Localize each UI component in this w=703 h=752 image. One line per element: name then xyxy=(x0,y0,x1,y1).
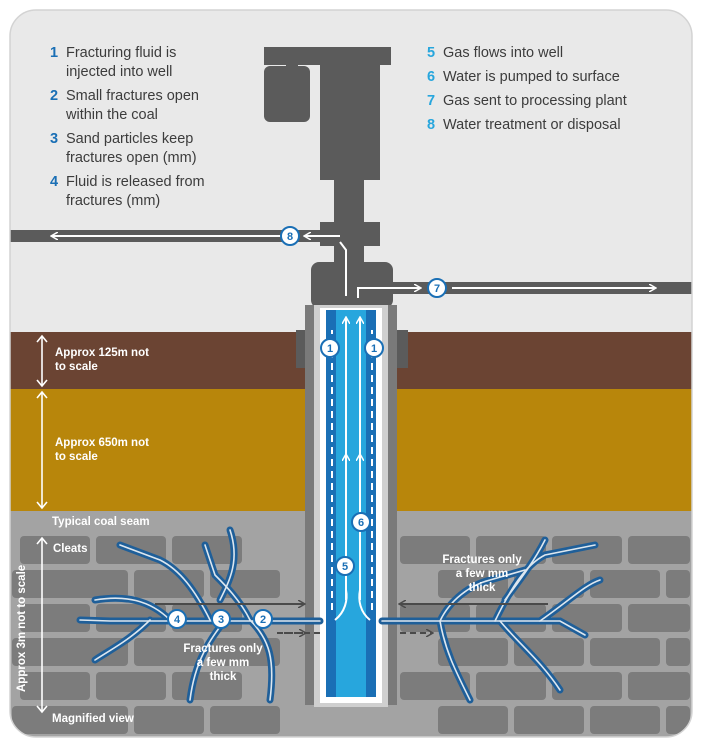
fractures-label-left: Fractures only a few mm thick xyxy=(183,643,263,683)
flow-arrows xyxy=(155,604,548,633)
legend-text: Gas sent to processing plant xyxy=(443,93,627,109)
cleat-brick xyxy=(628,536,690,564)
cleat-brick xyxy=(628,672,690,700)
legend-text: Gas flows into well xyxy=(443,45,564,61)
badge-8: 8 xyxy=(280,226,300,246)
fractures-label-right: Fractures only a few mm thick xyxy=(442,554,522,594)
cleat-brick xyxy=(400,536,470,564)
badge-2: 2 xyxy=(253,609,273,629)
badge-5-text: 5 xyxy=(342,561,348,573)
legend-item-6: 6 Water is pumped to surface xyxy=(427,68,667,87)
badge-6: 6 xyxy=(351,512,371,532)
badge-3: 3 xyxy=(211,609,231,629)
layer-label-125m: Approx 125m not to scale xyxy=(55,347,149,373)
badge-4-text: 4 xyxy=(174,614,181,626)
cleat-brick xyxy=(20,672,90,700)
depth-markers xyxy=(36,334,48,714)
legend-num: 3 xyxy=(50,131,59,147)
cleat-brick xyxy=(552,672,622,700)
card-border xyxy=(9,9,693,738)
legend-item-4: 4 Fluid is released from fractures (mm) xyxy=(50,173,220,211)
cleat-brick xyxy=(476,536,546,564)
layer-label-650m: Approx 650m not to scale xyxy=(55,437,149,463)
cleat-brick xyxy=(628,604,690,632)
legend-num: 7 xyxy=(427,93,436,109)
legend-text: Small fractures open within the coal xyxy=(66,88,199,123)
cleat-brick xyxy=(666,706,690,734)
coal-seam-label: Typical coal seam xyxy=(52,516,150,528)
legend-text: Fluid is released from fractures (mm) xyxy=(66,174,205,209)
cleat-brick xyxy=(58,706,128,734)
badge-5: 5 xyxy=(335,556,355,576)
legend-text: Water treatment or disposal xyxy=(443,117,621,133)
cleat-brick xyxy=(58,570,128,598)
cleat-brick xyxy=(210,706,280,734)
badge-1b-text: 1 xyxy=(371,343,377,355)
legend-item-8: 8 Water treatment or disposal xyxy=(427,116,667,135)
cleat-brick xyxy=(400,672,470,700)
cleat-brick xyxy=(20,604,90,632)
badge-8-text: 8 xyxy=(287,231,293,243)
badge-1-left: 1 xyxy=(320,338,340,358)
magnified-view-label: Magnified view xyxy=(52,713,134,725)
legend-num: 8 xyxy=(427,117,436,133)
legend-num: 4 xyxy=(50,174,59,190)
cleat-brick xyxy=(438,638,508,666)
cleat-brick xyxy=(96,672,166,700)
badge-4: 4 xyxy=(167,609,187,629)
step-badges: 8 7 1 1 6 5 4 3 2 xyxy=(167,226,447,629)
badge-1-right: 1 xyxy=(364,338,384,358)
legend-item-3: 3 Sand particles keep fractures open (mm) xyxy=(50,130,220,168)
badge-1a-text: 1 xyxy=(327,343,333,355)
badge-7: 7 xyxy=(427,278,447,298)
legend-num: 6 xyxy=(427,69,436,85)
cleat-brick xyxy=(590,638,660,666)
cleat-brick xyxy=(58,638,128,666)
cleat-brick xyxy=(590,706,660,734)
badge-6-text: 6 xyxy=(358,517,364,529)
well-flow-lines xyxy=(52,236,655,621)
legend-item-7: 7 Gas sent to processing plant xyxy=(427,92,667,111)
legend-text: Fracturing fluid is injected into well xyxy=(66,45,177,80)
legend-item-5: 5 Gas flows into well xyxy=(427,44,667,63)
cleat-brick xyxy=(476,672,546,700)
legend-num: 2 xyxy=(50,88,59,104)
cleat-brick xyxy=(514,570,584,598)
legend-item-1: 1 Fracturing fluid is injected into well xyxy=(50,44,220,82)
cleat-brick xyxy=(666,638,690,666)
vertical-scale-label: Approx 3m not to scale xyxy=(16,564,28,692)
badge-7-text: 7 xyxy=(434,283,440,295)
well-inner-pipe xyxy=(336,310,366,697)
legend-num: 1 xyxy=(50,45,59,61)
cleats-label: Cleats xyxy=(53,543,88,555)
legend-text: Sand particles keep fractures open (mm) xyxy=(66,131,197,166)
legend-num: 5 xyxy=(427,45,436,61)
badge-2-text: 2 xyxy=(260,614,266,626)
cleat-brick xyxy=(666,570,690,598)
legend-item-2: 2 Small fractures open within the coal xyxy=(50,87,220,125)
legend-text: Water is pumped to surface xyxy=(443,69,620,85)
cleat-brick xyxy=(134,706,204,734)
legend-right: 5 Gas flows into well 6 Water is pumped to… xyxy=(427,44,667,140)
cleat-brick xyxy=(590,570,660,598)
cleat-brick xyxy=(210,638,280,666)
cleat-brick xyxy=(134,638,204,666)
cleat-brick xyxy=(514,706,584,734)
cleat-brick xyxy=(438,706,508,734)
badge-3-text: 3 xyxy=(218,614,224,626)
